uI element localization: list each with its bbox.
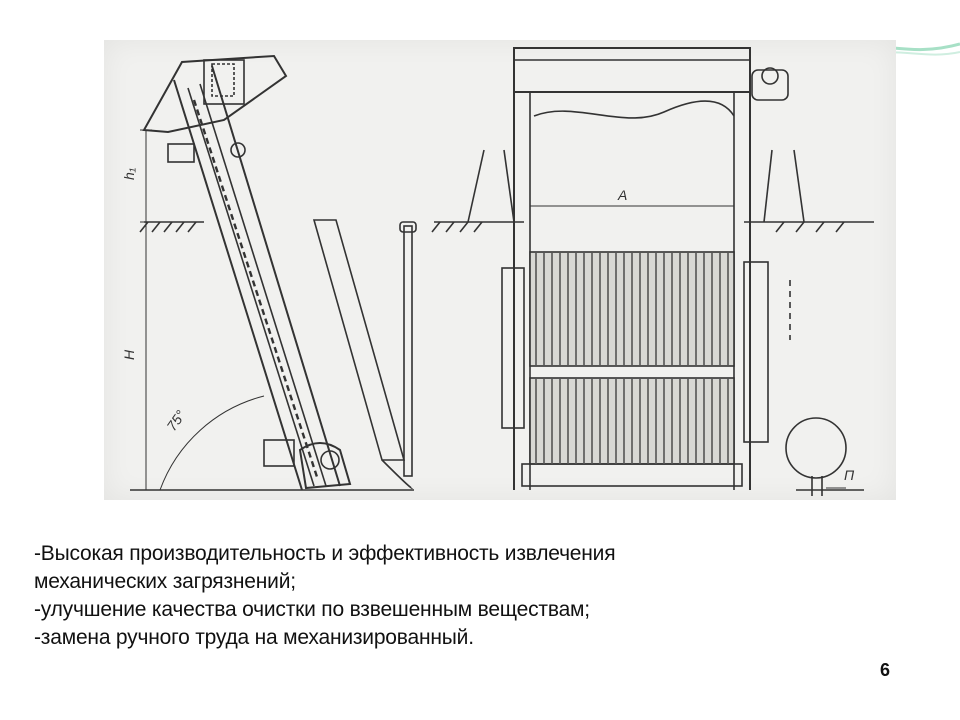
bullet-list: -Высокая производительность и эффективно… — [34, 540, 854, 652]
side-view — [130, 54, 417, 491]
bullet-line: -Высокая производительность и эффективно… — [34, 542, 616, 565]
screen-drawing-svg: h₁ H 75° A П — [121, 47, 874, 496]
bullet-line: механических загрязнений; — [34, 570, 296, 593]
label-H: H — [121, 349, 137, 360]
label-A: A — [617, 187, 627, 203]
page-number: 6 — [880, 660, 891, 680]
technical-drawing-photo: h₁ H 75° A П — [104, 40, 896, 500]
label-P: П — [844, 467, 855, 483]
front-view — [431, 47, 874, 496]
label-h1: h₁ — [121, 167, 137, 180]
bullet-line: -замена ручного труда на механизированны… — [34, 626, 474, 649]
bullet-line: -улучшение качества очистки по взвешенны… — [34, 598, 590, 621]
label-angle: 75° — [163, 407, 188, 434]
